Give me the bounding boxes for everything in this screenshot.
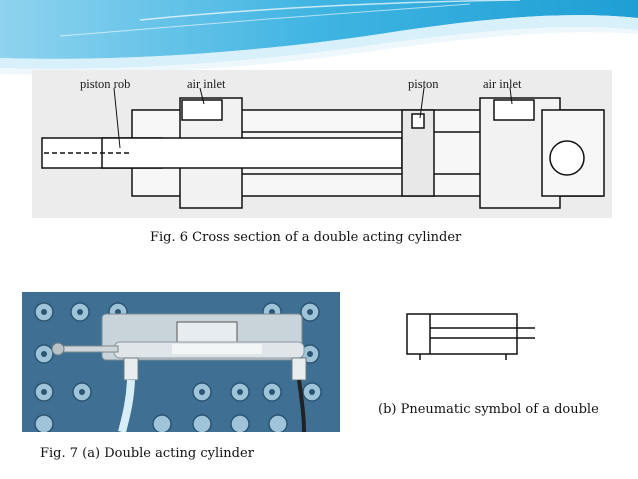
header-wave-decoration: [0, 0, 638, 75]
figure-6-caption: Fig. 6 Cross section of a double acting …: [150, 230, 462, 245]
label-air-inlet-right: air inlet: [483, 77, 522, 91]
label-air-inlet-left: air inlet: [187, 77, 226, 91]
figure-7a-caption: Fig. 7 (a) Double acting cylinder: [40, 446, 254, 461]
pneumatic-symbol-diagram: [406, 313, 535, 360]
label-piston-rod: piston rob: [80, 77, 131, 91]
cylinder-cross-section-drawing: [32, 70, 612, 218]
double-acting-cylinder-photo: [22, 292, 340, 432]
figure-7b-caption: (b) Pneumatic symbol of a double: [378, 402, 599, 417]
label-piston: piston: [408, 77, 439, 91]
